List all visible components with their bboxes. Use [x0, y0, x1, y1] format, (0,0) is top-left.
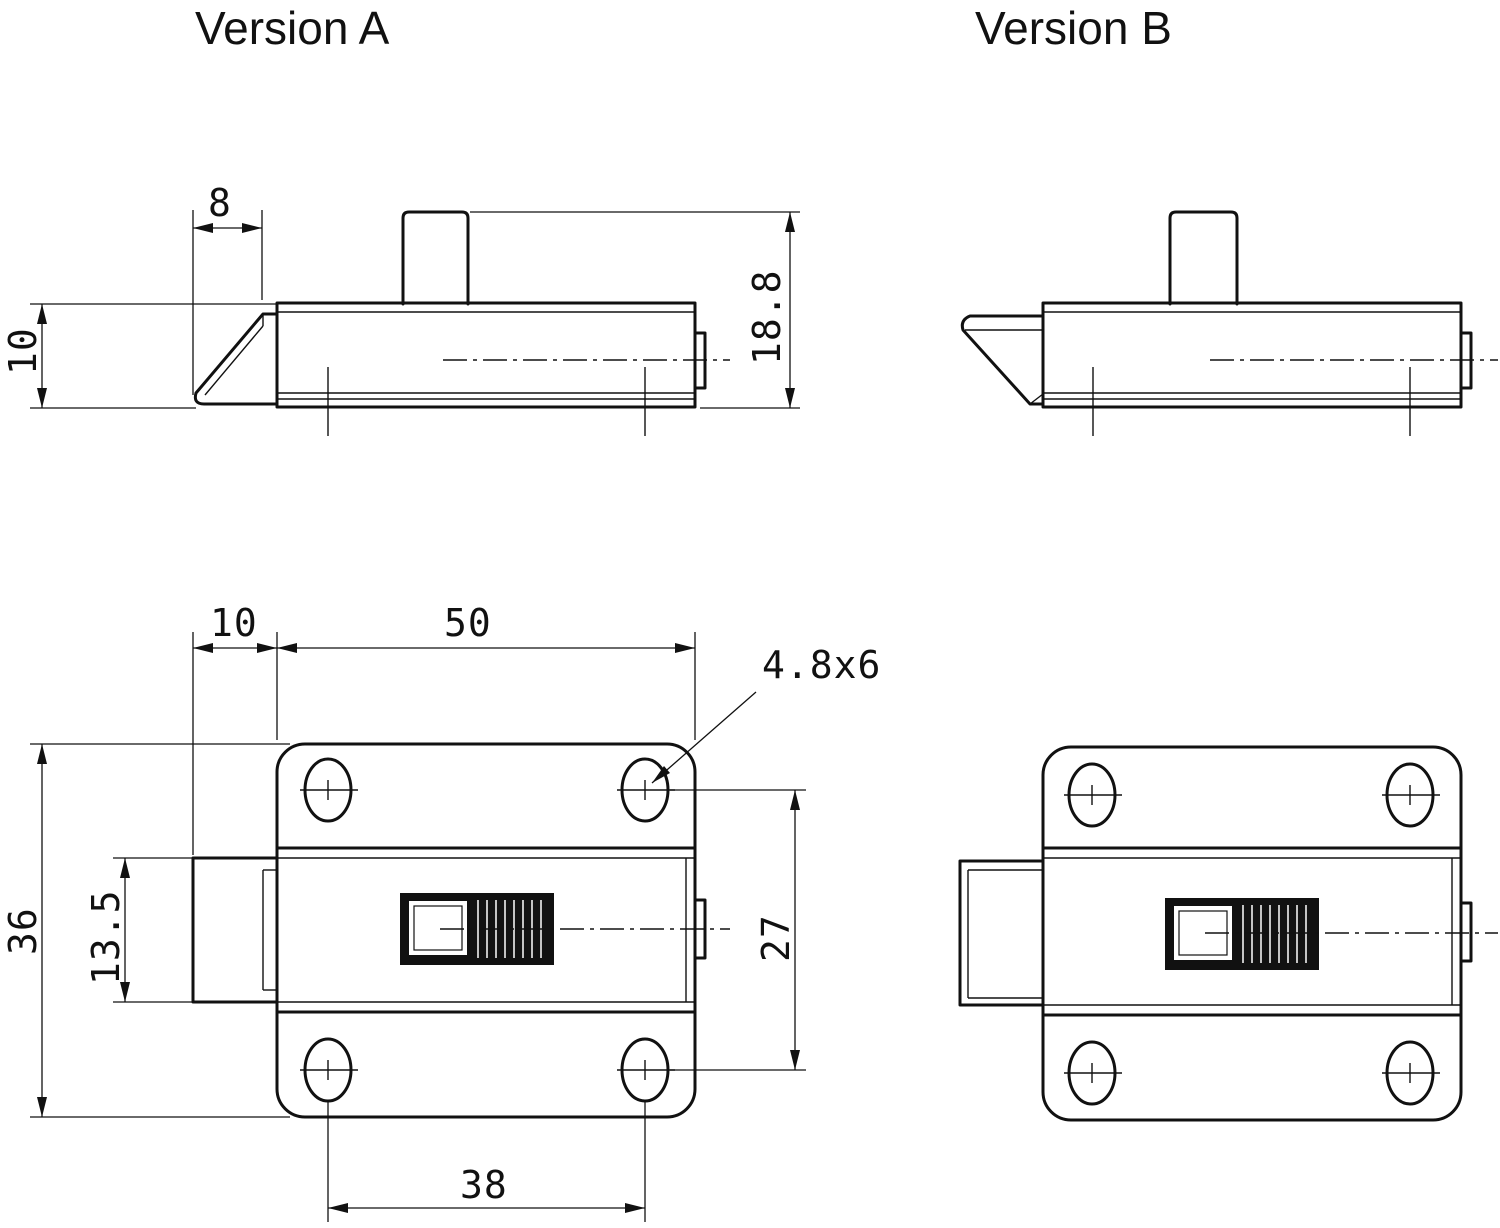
- mounting-hole: [617, 1037, 675, 1103]
- dim-total-height: 36: [1, 907, 45, 955]
- dim-body-length: 50: [444, 601, 492, 645]
- mounting-hole: [617, 757, 675, 823]
- version-a-top-view: [191, 742, 730, 1119]
- mounting-hole: [300, 1037, 358, 1103]
- title-version-b: Version B: [975, 2, 1172, 54]
- dim-knob-height: 18.8: [745, 269, 789, 365]
- mounting-hole: [1064, 1040, 1122, 1106]
- dim-hole-vertical-spacing: 27: [754, 914, 798, 962]
- version-b-side-view: [960, 210, 1498, 436]
- dim-hole-horizontal-spacing: 38: [460, 1163, 508, 1207]
- mounting-hole: [1382, 1040, 1440, 1106]
- dim-bolt-extension: 10: [210, 601, 258, 645]
- version-a-side-view: [193, 210, 730, 436]
- version-b-top-view: [958, 745, 1498, 1122]
- version-a-top-dimensions: 10 50 4.8x6 36 13.5 27 38: [1, 601, 881, 1222]
- dim-hole-size: 4.8x6: [762, 643, 881, 687]
- dim-bolt-width: 13.5: [84, 889, 128, 985]
- mounting-hole: [1382, 762, 1440, 828]
- version-a-side-dimensions: 8 10 18.8: [1, 181, 800, 409]
- mounting-hole: [1064, 762, 1122, 828]
- dim-side-height: 10: [1, 327, 45, 375]
- title-version-a: Version A: [195, 2, 390, 54]
- mounting-hole: [300, 757, 358, 823]
- dim-bolt-tip-length: 8: [208, 181, 232, 225]
